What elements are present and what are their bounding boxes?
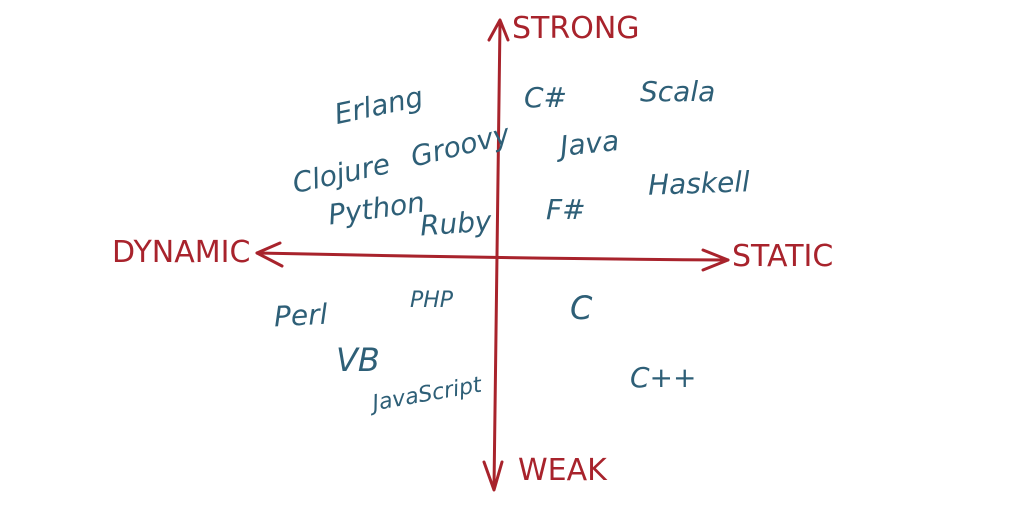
lang-c: C [570, 289, 593, 327]
lang-php: PHP [410, 288, 454, 313]
axis-label-weak: WEAK [518, 453, 607, 488]
lang-haskell: Haskell [647, 165, 751, 202]
lang-csharp: C# [524, 81, 568, 114]
axis-label-dynamic: DYNAMIC [112, 235, 251, 270]
left-arrowhead [255, 241, 284, 268]
vertical-axis-line [492, 20, 502, 490]
lang-ruby: Ruby [418, 204, 493, 243]
lang-scala: Scala [640, 75, 716, 108]
lang-cpp: C++ [630, 361, 697, 394]
horizontal-axis-line [255, 251, 730, 262]
lang-fsharp: F# [546, 193, 586, 226]
lang-vb: VB [336, 341, 380, 379]
right-arrowhead [701, 248, 730, 272]
axis-label-static: STATIC [732, 239, 834, 274]
down-arrowhead [482, 460, 504, 492]
lang-perl: Perl [273, 297, 329, 334]
up-arrowhead [487, 18, 510, 42]
lang-java: Java [558, 124, 621, 164]
axis-label-strong: STRONG [512, 11, 640, 46]
